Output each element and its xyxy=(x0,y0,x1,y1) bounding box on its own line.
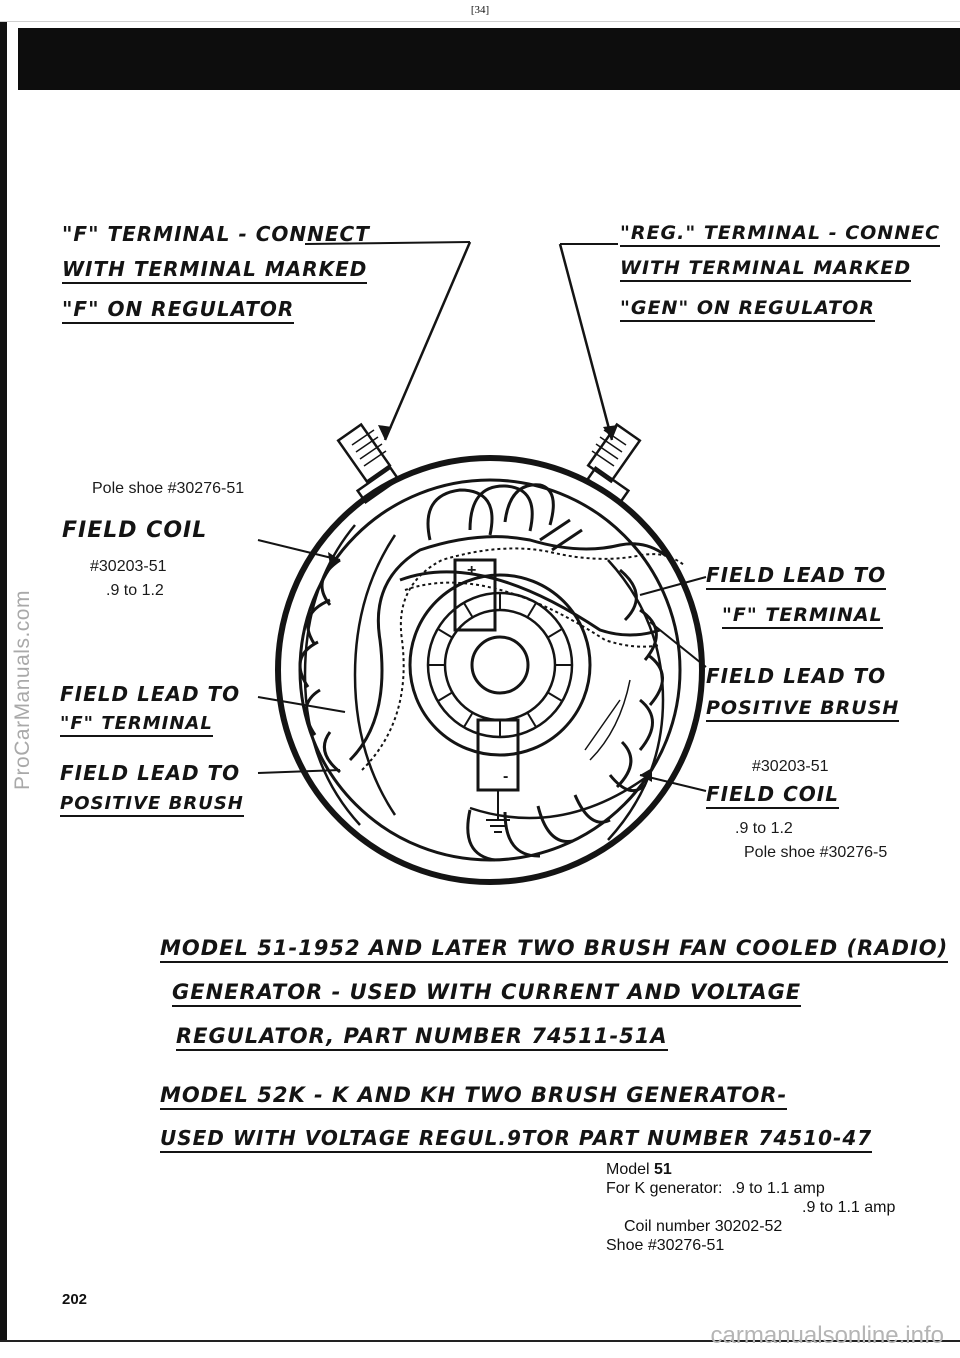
caption-line-1: MODEL 51-1952 AND LATER TWO BRUSH FAN CO… xyxy=(160,936,949,963)
positive-brush-mark: + xyxy=(467,562,477,579)
reg-terminal-label-line2: WITH TERMINAL MARKED xyxy=(620,257,912,282)
caption-line-3: REGULATOR, PART NUMBER 74511-51A xyxy=(176,1024,668,1051)
reg-terminal-label-line3: "GEN" ON REGULATOR xyxy=(620,297,875,322)
page-number: 202 xyxy=(62,1291,88,1308)
spec-model: Model 51 xyxy=(606,1160,895,1179)
field-lead-f-left-line1: FIELD LEAD TO xyxy=(60,682,241,706)
caption-line-4: MODEL 52K - K AND KH TWO BRUSH GENERATOR… xyxy=(160,1083,788,1110)
field-lead-pos-left-line1: FIELD LEAD TO xyxy=(60,761,241,785)
pole-shoe-right: Pole shoe #30276-5 xyxy=(744,844,888,861)
header-band xyxy=(18,28,960,90)
negative-brush-mark: - xyxy=(503,768,509,785)
field-coil-right-label: FIELD COIL xyxy=(706,782,839,809)
top-rule xyxy=(0,21,960,22)
field-lead-f-right-line2: "F" TERMINAL xyxy=(722,604,883,629)
f-terminal-label-line2: WITH TERMINAL MARKED xyxy=(62,257,368,284)
coil-number-left: #30203-51 xyxy=(90,558,167,575)
f-terminal-label-line3: "F" ON REGULATOR xyxy=(62,297,295,324)
coil-range-right: .9 to 1.2 xyxy=(735,820,793,837)
caption-line-5: USED WITH VOLTAGE REGUL.9TOR PART NUMBER… xyxy=(160,1126,873,1153)
spec-model-prefix: Model xyxy=(606,1161,650,1178)
field-lead-pos-right-line2: POSITIVE BRUSH xyxy=(706,697,900,722)
spec-for-generator: For K generator: .9 to 1.1 amp xyxy=(606,1179,895,1198)
field-lead-f-right-line1: FIELD LEAD TO xyxy=(706,563,887,590)
pole-shoe-left: Pole shoe #30276-51 xyxy=(92,480,245,497)
spec-block: Model 51 For K generator: .9 to 1.1 amp … xyxy=(606,1160,895,1255)
f-terminal-label-line1: "F" TERMINAL - CONNECT xyxy=(62,222,370,246)
spec-amp-2: .9 to 1.1 amp xyxy=(802,1199,896,1216)
bottom-watermark: carmanualsonline.info xyxy=(710,1322,944,1349)
page-reference: [34] xyxy=(470,4,490,16)
coil-number-right: #30203-51 xyxy=(752,758,829,775)
left-binding-bar xyxy=(0,22,7,1340)
spec-model-value: 51 xyxy=(654,1161,672,1178)
spec-coil-number: Coil number 30202-52 xyxy=(624,1218,783,1235)
caption-line-2: GENERATOR - USED WITH CURRENT AND VOLTAG… xyxy=(172,980,802,1007)
bottom-rule xyxy=(0,1340,960,1342)
reg-terminal-label-line1: "REG." TERMINAL - CONNEC xyxy=(620,222,941,247)
spec-for-label: For K generator: xyxy=(606,1180,723,1197)
spec-amp-1: .9 to 1.1 amp xyxy=(731,1180,825,1197)
coil-range-left: .9 to 1.2 xyxy=(106,582,164,599)
field-lead-pos-left-line2: POSITIVE BRUSH xyxy=(60,793,244,817)
field-coil-left-label: FIELD COIL xyxy=(62,518,208,543)
field-lead-f-left-line2: "F" TERMINAL xyxy=(60,713,213,737)
spec-shoe: Shoe #30276-51 xyxy=(606,1237,725,1254)
field-lead-pos-right-line1: FIELD LEAD TO xyxy=(706,664,887,688)
